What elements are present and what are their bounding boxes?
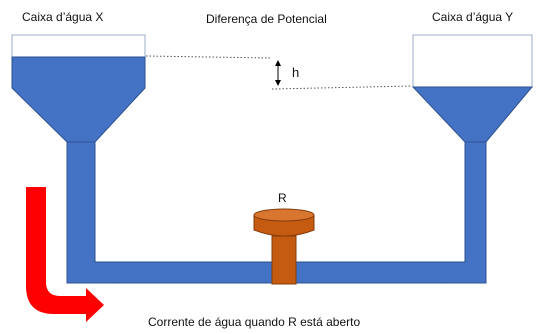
- level-line-y: [271, 85, 413, 90]
- tank-y-outline: [412, 34, 533, 88]
- valve-handle-top: [253, 208, 315, 222]
- valve-label: R: [278, 191, 287, 205]
- pipe: [66, 141, 114, 284]
- current-arrow: [26, 187, 104, 322]
- level-line-x: [145, 55, 273, 59]
- tank-x-water: [11, 56, 146, 143]
- height-arrow-up: [275, 60, 281, 66]
- potential-difference-label: Diferença de Potencial: [206, 12, 327, 26]
- tank-x-outline: [11, 34, 146, 58]
- pipe-right: [445, 141, 487, 284]
- tank-y-label: Caixa d’água Y: [432, 10, 513, 24]
- height-label: h: [292, 65, 299, 80]
- valve-stem: [271, 235, 297, 285]
- tank-x-label: Caixa d’água X: [22, 10, 103, 24]
- tank-y-water: [411, 86, 534, 143]
- height-arrow-down: [275, 80, 281, 86]
- current-caption: Corrente de água quando R está aberto: [148, 315, 360, 329]
